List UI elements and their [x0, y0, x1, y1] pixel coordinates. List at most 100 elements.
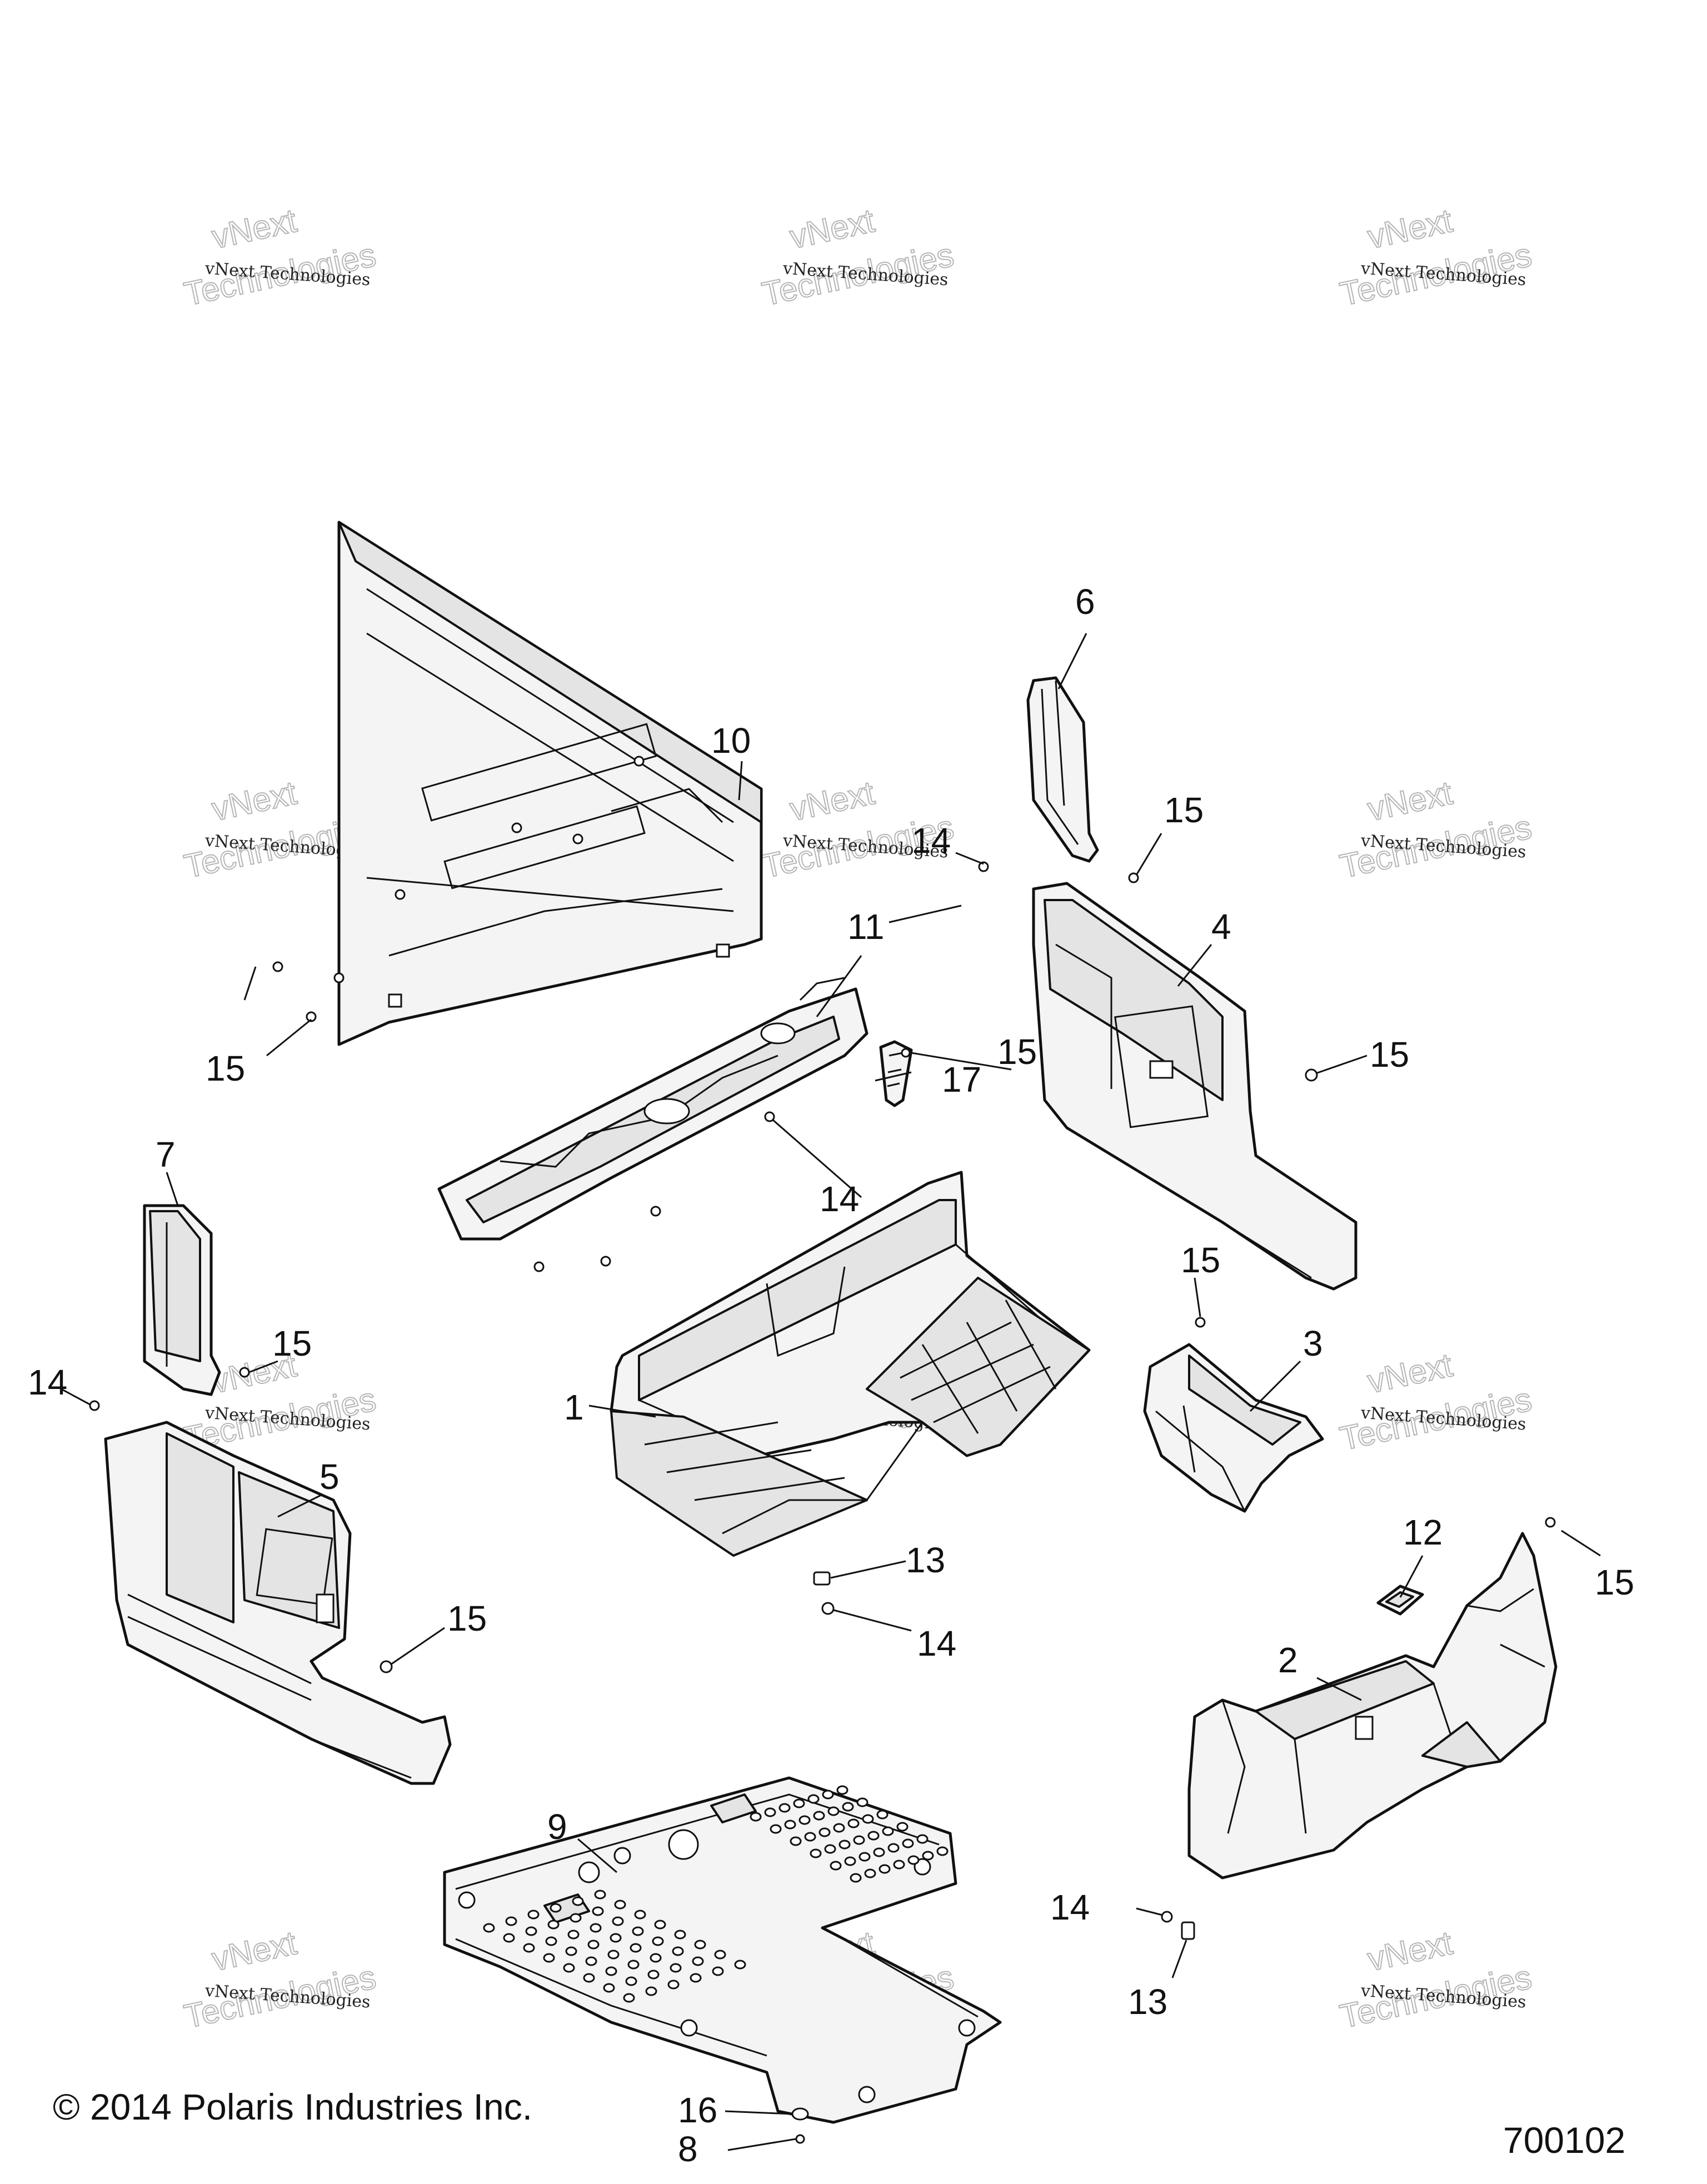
callout-15[interactable]: 15: [272, 1323, 312, 1363]
vent-hole: [672, 1946, 684, 1956]
fastener: [764, 1111, 775, 1122]
vent-hole: [856, 1797, 869, 1807]
fastener: [511, 822, 522, 833]
callout-16[interactable]: 16: [678, 2090, 717, 2130]
vent-hole: [570, 1913, 582, 1923]
vent-hole: [896, 1822, 909, 1832]
fastener: [380, 1660, 393, 1673]
callout-7[interactable]: 7: [156, 1135, 176, 1175]
callout-15[interactable]: 15: [206, 1048, 245, 1088]
callout-8[interactable]: 8: [678, 2129, 698, 2169]
vent-hole: [793, 1798, 805, 1808]
callout-5[interactable]: 5: [320, 1457, 340, 1497]
fastener: [1128, 872, 1139, 883]
callout-15[interactable]: 15: [997, 1032, 1037, 1072]
part-2-console-housing[interactable]: [1187, 1532, 1558, 1880]
vent-hole: [654, 1920, 666, 1930]
callout-14[interactable]: 14: [1050, 1887, 1090, 1927]
callout-14[interactable]: 14: [28, 1362, 67, 1402]
vent-hole: [810, 1848, 822, 1858]
vent-hole: [670, 1963, 682, 1973]
callout-14[interactable]: 14: [820, 1179, 859, 1219]
vent-hole: [527, 1910, 540, 1920]
callout-11[interactable]: 11: [847, 907, 884, 947]
watermark: vNext Technologies vNext Technologies: [181, 1923, 380, 2036]
callout-14[interactable]: 14: [917, 1623, 956, 1663]
watermark: vNext Technologies vNext Technologies: [1336, 201, 1536, 313]
callout-14[interactable]: 14: [911, 821, 951, 861]
vent-hole: [594, 1890, 606, 1900]
vent-hole: [842, 1802, 854, 1812]
part-9-skid-plate[interactable]: [443, 1776, 1002, 2124]
leader-lines: [61, 633, 1601, 2151]
vent-hole: [667, 1980, 680, 1990]
watermark-line2: vNext: [1364, 202, 1455, 256]
vent-hole: [887, 1843, 900, 1853]
callout-15[interactable]: 15: [447, 1598, 487, 1638]
watermark: vNext Technologies vNext Technologies: [1336, 1346, 1536, 1458]
part-17-grip[interactable]: [879, 1040, 913, 1107]
part-10-rear-panel[interactable]: [337, 521, 763, 1046]
diagram-number: 700102: [1503, 2120, 1625, 2161]
vent-hole: [784, 1820, 796, 1830]
vent-hole: [645, 1986, 657, 1996]
callout-2[interactable]: 2: [1278, 1640, 1298, 1680]
part-6-right-pillar[interactable]: [1026, 676, 1099, 863]
vent-hole: [804, 1832, 816, 1842]
fastener: [333, 972, 345, 983]
callout-15[interactable]: 15: [1595, 1562, 1634, 1602]
watermark: vNext Technologies vNext Technologies: [1336, 1923, 1536, 2036]
watermark: vNext Technologies vNext Technologies: [758, 201, 958, 313]
vent-hole: [770, 1824, 782, 1834]
callout-17[interactable]: 17: [942, 1059, 981, 1100]
vent-hole: [592, 1906, 604, 1916]
fastener: [600, 1256, 611, 1267]
callout-13[interactable]: 13: [906, 1540, 945, 1580]
vent-hole: [694, 1940, 706, 1950]
callout-12[interactable]: 12: [1403, 1512, 1443, 1552]
callout-15[interactable]: 15: [1370, 1034, 1409, 1074]
vent-hole: [876, 1810, 889, 1820]
fastener: [791, 2107, 809, 2121]
vent-hole: [630, 1943, 642, 1953]
fastener: [901, 1048, 911, 1058]
fastener: [633, 756, 645, 767]
vent-hole: [585, 1956, 597, 1966]
vent-hole: [632, 1926, 644, 1936]
vent-hole: [864, 1868, 876, 1878]
part-12-plate[interactable]: [1376, 1585, 1424, 1616]
callout-1[interactable]: 1: [564, 1387, 584, 1427]
callout-3[interactable]: 3: [1303, 1323, 1323, 1363]
part-4-right-side-panel[interactable]: [1032, 882, 1357, 1291]
callout-15[interactable]: 15: [1181, 1240, 1220, 1280]
vent-hole: [850, 1873, 862, 1883]
vent-hole: [605, 1966, 617, 1976]
part-11-floor-member[interactable]: [437, 977, 869, 1241]
callout-9[interactable]: 9: [547, 1807, 567, 1847]
fastener: [821, 1602, 835, 1615]
vent-hole: [625, 1976, 637, 1986]
callout-10[interactable]: 10: [711, 721, 751, 761]
copyright-notice: © 2014 Polaris Industries Inc.: [53, 2086, 532, 2127]
callout-6[interactable]: 6: [1075, 582, 1095, 622]
vent-hole: [734, 1960, 746, 1970]
part-1-cab-floor[interactable]: [610, 1171, 1091, 1557]
callout-4[interactable]: 4: [1211, 907, 1231, 947]
vent-holes: [483, 1785, 949, 2003]
callouts: 6 10 15 14 11 4 15 15 15 17 14 7 15 3 15…: [28, 582, 1634, 2169]
vent-hole: [650, 1953, 662, 1963]
vent-hole: [936, 1846, 949, 1856]
watermark: vNext Technologies vNext Technologies: [1336, 773, 1536, 886]
vent-hole: [824, 1844, 836, 1854]
part-5-left-side-panel[interactable]: [104, 1421, 452, 1785]
vent-hole: [818, 1827, 831, 1837]
fastener: [650, 1206, 661, 1217]
part-7-left-pillar[interactable]: [143, 1204, 221, 1396]
part-3-footwell-bracket[interactable]: [1143, 1343, 1324, 1513]
callout-15[interactable]: 15: [1164, 790, 1204, 830]
vent-hole: [565, 1946, 577, 1956]
callout-13[interactable]: 13: [1128, 1982, 1167, 2022]
vent-hole: [853, 1835, 865, 1845]
watermark: vNext Technologies vNext Technologies: [181, 201, 380, 313]
fastener: [572, 833, 583, 844]
